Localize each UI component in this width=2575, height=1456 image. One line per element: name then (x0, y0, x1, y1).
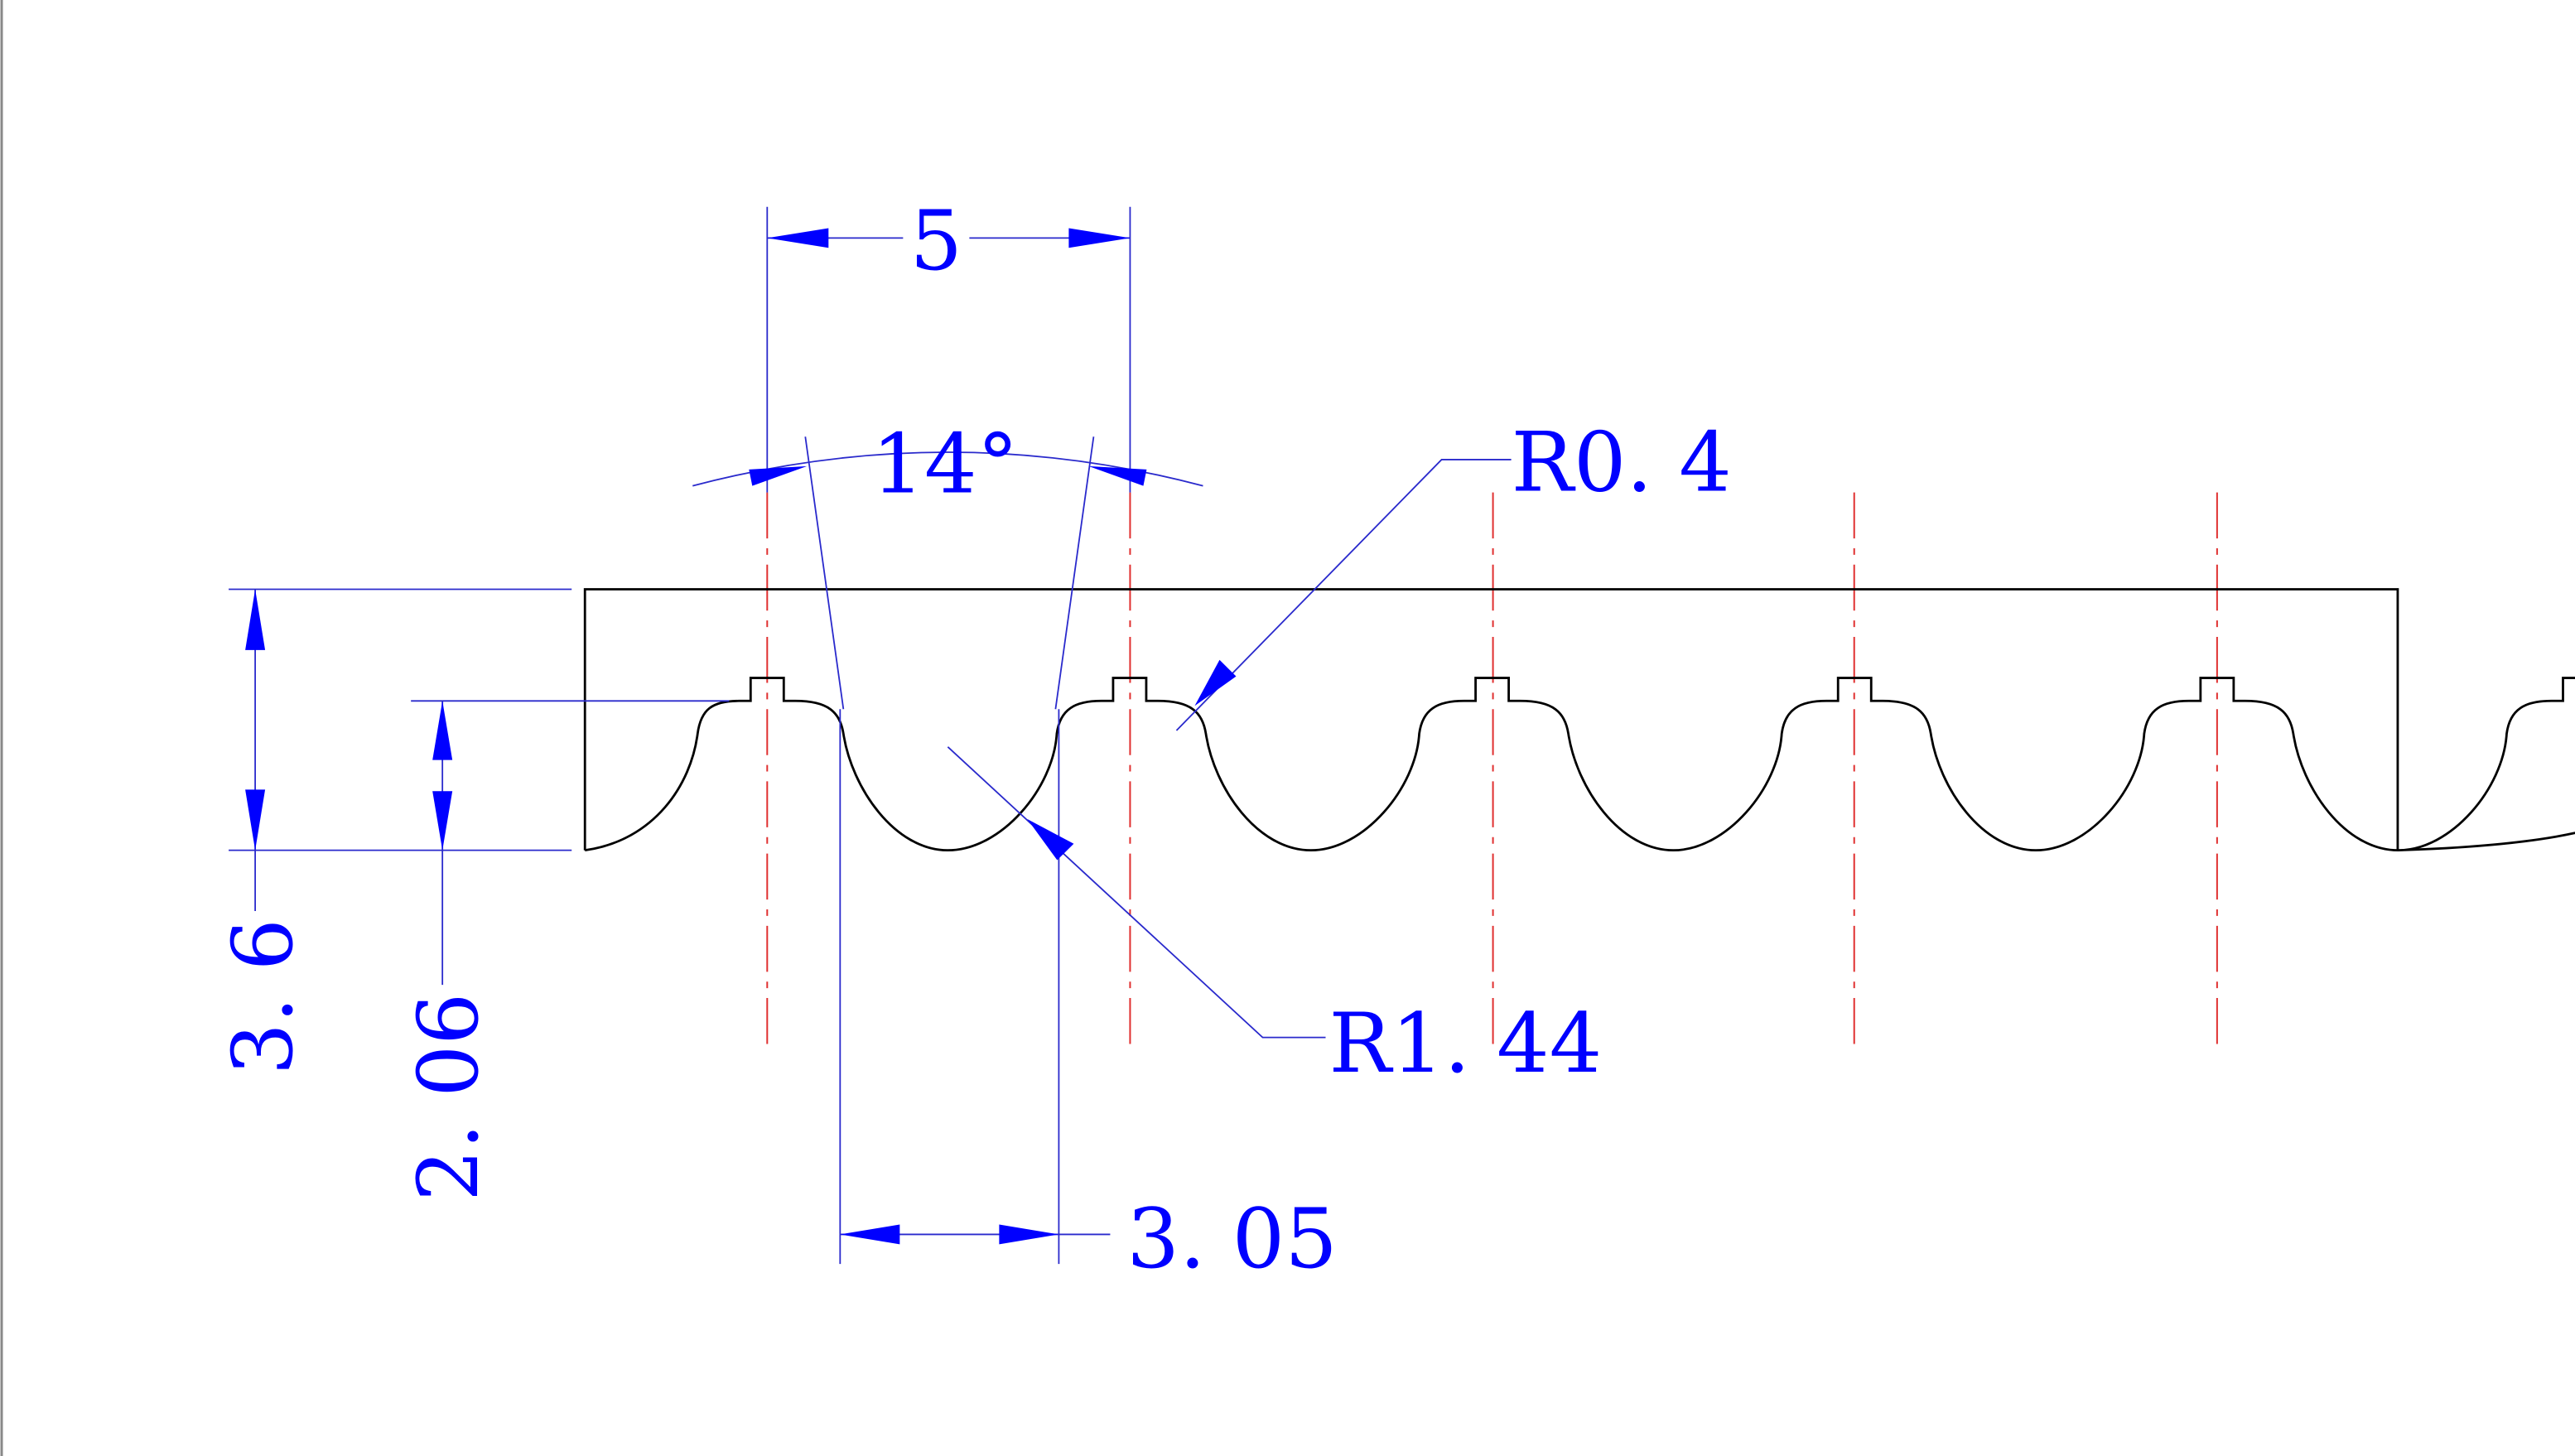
arrow-angle-left (749, 465, 808, 486)
arrow-groove-left (840, 1224, 900, 1245)
label-groove-width: 3. 05 (1126, 1193, 1337, 1287)
belt-outline (583, 588, 2575, 852)
label-tooth-height: 2. 06 (402, 993, 498, 1202)
arrow-tooth-bottom (432, 791, 453, 851)
leader-root-radius (947, 746, 1326, 1039)
angle-side-right (1054, 436, 1095, 710)
arrow-height-bottom (245, 789, 266, 851)
arrow-pitch-right (1068, 228, 1131, 248)
label-tip-radius: R0. 4 (1512, 416, 1732, 510)
arrow-tooth-top (432, 701, 453, 760)
leader-tip-radius (1175, 459, 1512, 731)
arrow-angle-right (1088, 465, 1147, 486)
label-total-height: 3. 6 (216, 918, 312, 1075)
arrowheads (245, 228, 1237, 1245)
arrow-root-radius (1027, 818, 1074, 861)
belt-tooth-profile (585, 677, 2575, 852)
label-root-radius: R1. 44 (1329, 997, 1603, 1092)
label-angle: 14° (871, 417, 1018, 512)
centerlines (766, 492, 2218, 1044)
label-pitch: 5 (910, 194, 963, 288)
arrow-pitch-left (767, 228, 829, 248)
arrow-height-top (245, 589, 266, 650)
arrow-tip-radius (1194, 659, 1237, 706)
arrow-groove-right (999, 1224, 1059, 1245)
belt-top-edge (583, 588, 2399, 851)
angle-side-left (804, 436, 845, 710)
